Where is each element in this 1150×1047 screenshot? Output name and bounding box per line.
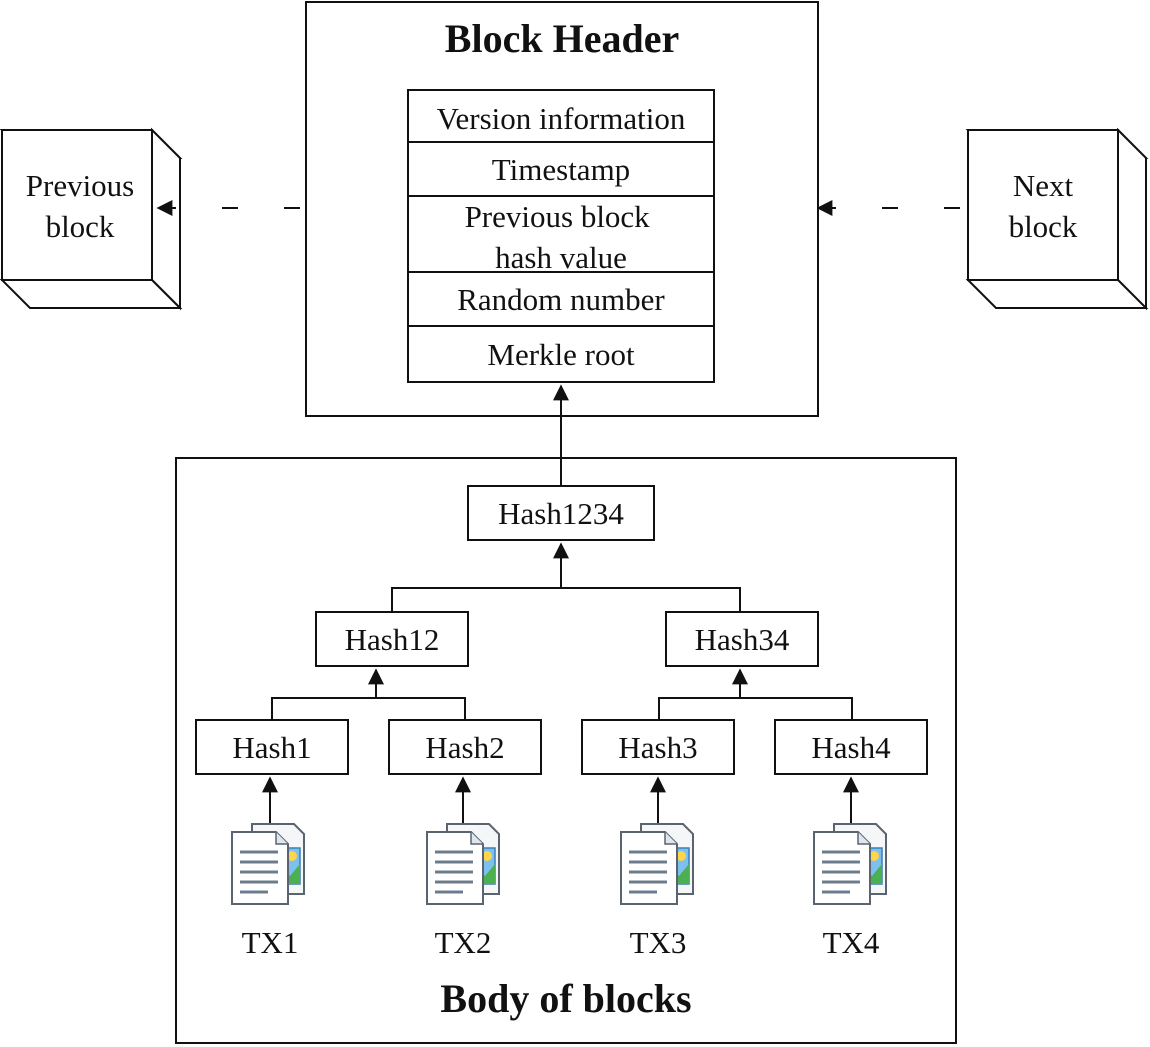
- block-body: Hash1234 Hash12 Hash34 Hash1 Hash2 Hash3…: [175, 384, 957, 1044]
- hash4-label: Hash4: [811, 730, 891, 765]
- hash1234-label: Hash1234: [498, 496, 624, 531]
- next-block-label-line1: Next: [1013, 168, 1074, 203]
- hash34-box: [665, 611, 819, 667]
- field-version-box: [407, 89, 715, 143]
- connector-level2-right: [658, 697, 853, 720]
- field-prev-hash-box: [407, 195, 715, 273]
- document-icon: [812, 822, 888, 906]
- field-merkle-root-box: [407, 325, 715, 383]
- block-header: Block Header Version information Timesta…: [305, 1, 819, 417]
- tx3-label: TX3: [630, 925, 687, 960]
- hash1234-box: [467, 485, 655, 541]
- previous-block-label-line1: Previous: [26, 168, 135, 203]
- field-prev-hash: Previous block hash value: [465, 199, 658, 275]
- previous-block: Previous block: [0, 127, 183, 311]
- field-merkle-root: Merkle root: [487, 337, 635, 372]
- hash12-label: Hash12: [345, 622, 440, 657]
- field-timestamp: Timestamp: [492, 152, 630, 187]
- tx2-label: TX2: [435, 925, 492, 960]
- block-header-title: Block Header: [445, 16, 679, 61]
- document-icon: [425, 822, 501, 906]
- previous-block-label-line2: block: [46, 209, 115, 244]
- connector-level2-left: [271, 697, 466, 720]
- next-block-label-line2: block: [1009, 209, 1078, 244]
- hash12-box: [315, 611, 469, 667]
- document-icon: [230, 822, 306, 906]
- field-version: Version information: [437, 101, 686, 136]
- tx1-label: TX1: [242, 925, 299, 960]
- hash34-label: Hash34: [695, 622, 790, 657]
- next-block: Next block: [965, 127, 1149, 311]
- document-icon: [619, 822, 695, 906]
- hash3-label: Hash3: [618, 730, 697, 765]
- hash1-label: Hash1: [232, 730, 311, 765]
- tx4-label: TX4: [823, 925, 880, 960]
- hash2-label: Hash2: [425, 730, 504, 765]
- hash1-box: [195, 719, 349, 775]
- field-timestamp-box: [407, 141, 715, 197]
- hash2-box: [388, 719, 542, 775]
- connector-level1: [391, 587, 741, 612]
- field-random-number: Random number: [457, 282, 665, 317]
- hash3-box: [581, 719, 735, 775]
- body-title: Body of blocks: [440, 976, 691, 1021]
- hash4-box: [774, 719, 928, 775]
